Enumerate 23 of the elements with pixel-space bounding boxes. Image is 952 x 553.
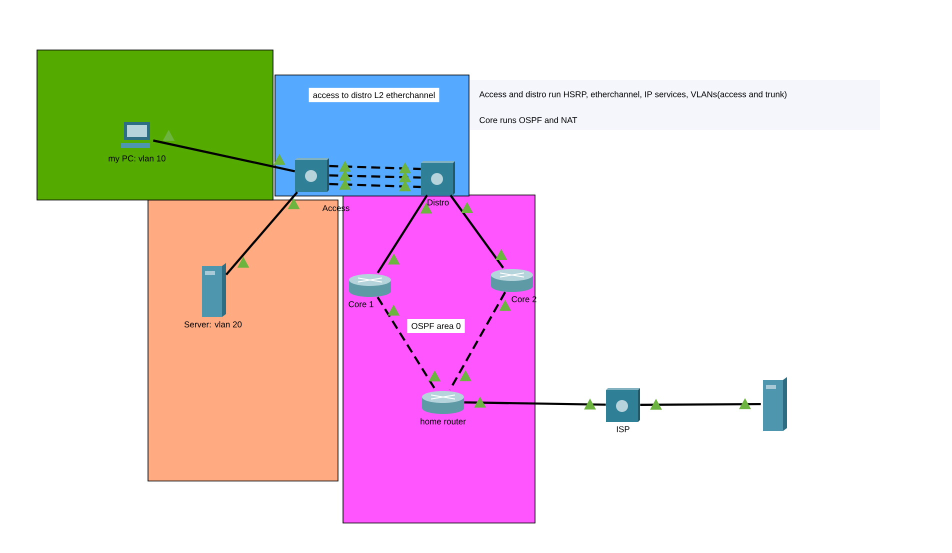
link-line [376,194,428,274]
link-line [450,194,504,268]
link-line [464,401,606,406]
link-line [640,402,761,406]
device-label: my PC: vlan 10 [108,155,166,164]
note-text: Access and distro run HSRP, etherchannel, IP services, VLANs(access and trunk) [479,91,786,99]
note-box: access to distro L2 etherchannel [308,88,440,102]
note-box: OSPF area 0 [407,318,465,333]
device-label: ISP [616,426,630,432]
note-text: Core runs OSPF and NAT [480,116,578,124]
link-line [376,296,436,390]
link-line [329,164,421,170]
link-line [225,191,298,276]
device-label: Distro [428,199,449,206]
device-label: Core 2 [512,296,536,302]
link-line [448,292,506,390]
link-line [329,174,421,179]
device-label: Server: vlan 20 [184,321,242,328]
device-label: home router [420,418,466,424]
server-icon [763,377,787,431]
device-label: Core 1 [348,301,374,308]
link-line [152,139,296,172]
link-line [329,182,421,188]
